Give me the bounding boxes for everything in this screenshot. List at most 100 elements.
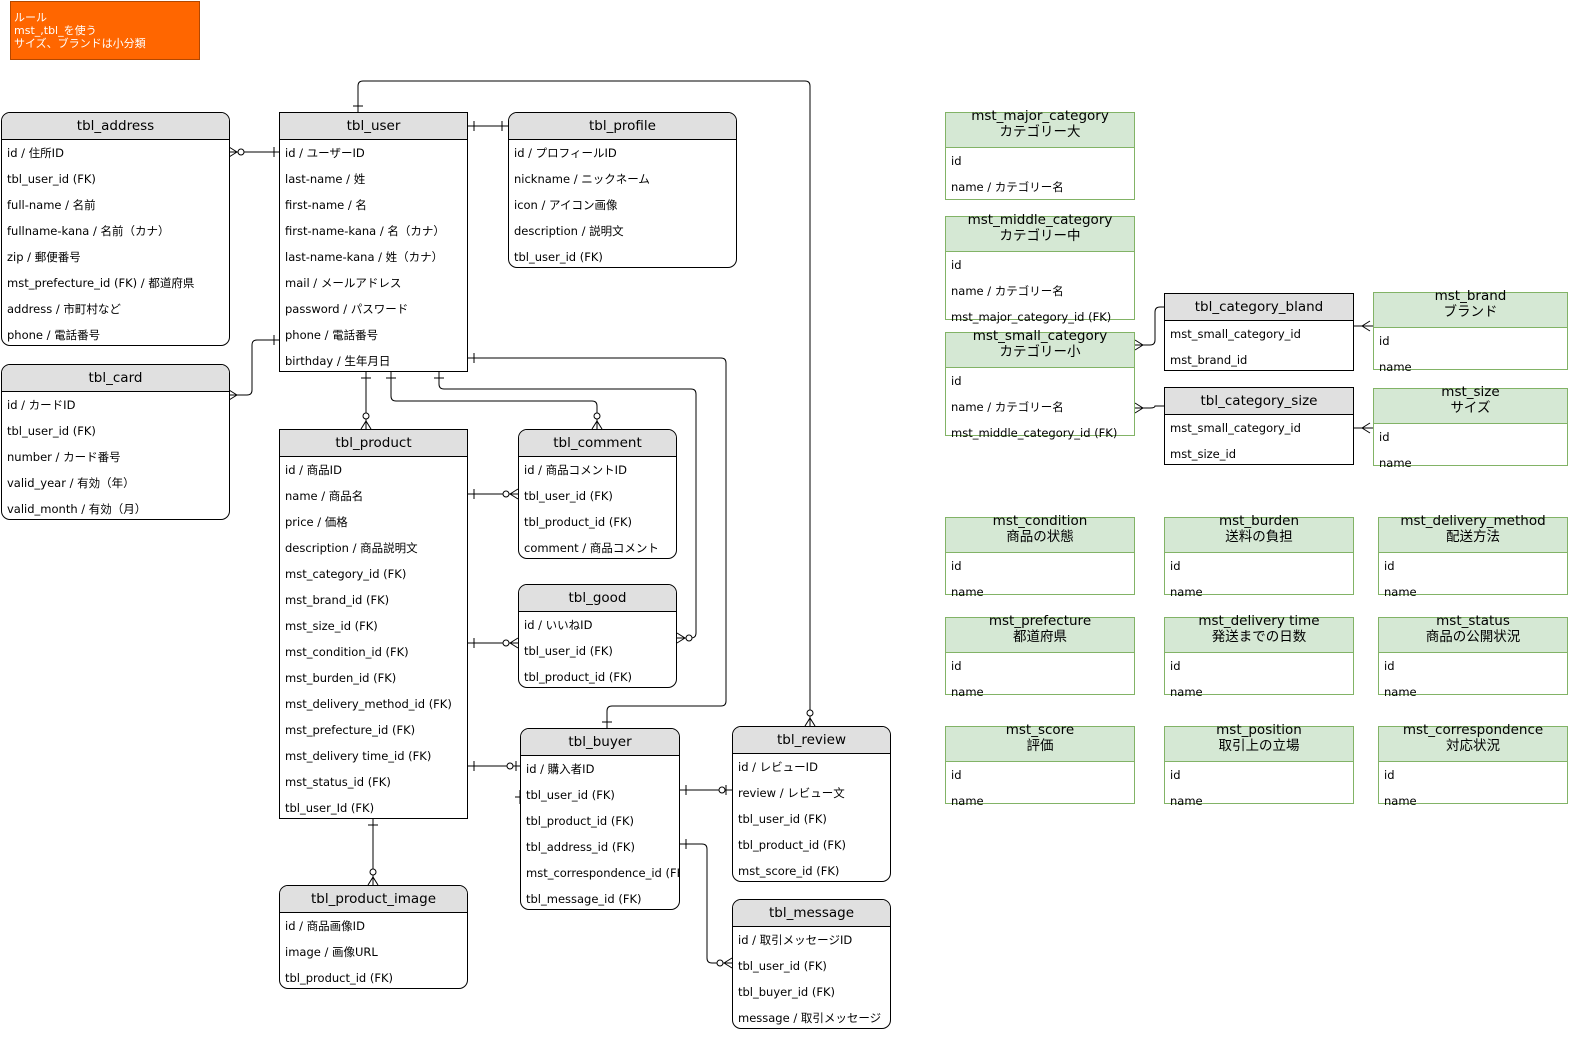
table-field: description / 商品説明文 [285,541,418,555]
table-title: tbl_comment [519,430,676,457]
master-label-jp: 取引上の立場 [1218,738,1300,754]
table-field: mst_small_category_id [1170,421,1301,435]
optional-marker [502,639,510,647]
table-field: mst_delivery time_id (FK) [285,749,432,763]
table-field: tbl_product_id (FK) [524,670,633,684]
master-field: name [1170,585,1203,599]
master-label-jp: 評価 [1026,738,1054,754]
master-field: name [1384,585,1417,599]
many-marker [1134,402,1144,414]
relationship-line [229,339,279,396]
table-field: mail / メールアドレス [285,276,402,290]
master-label-jp: サイズ [1450,400,1491,416]
table-field: tbl_product_id (FK) [524,515,633,529]
table-title: tbl_review [733,727,890,754]
master-field: name [1384,685,1417,699]
table-field: image / 画像URL [285,945,378,959]
master-name: mst_condition [992,513,1088,529]
table-field: valid_month / 有効（月） [7,502,147,516]
rules-note: ルール mst_,tbl_を使う サイズ、ブランドは小分類 [10,1,200,60]
table-field: mst_category_id (FK) [285,567,407,581]
many-marker [1361,320,1371,332]
optional-marker [685,634,693,642]
table-title: tbl_category_size [1165,388,1353,415]
table-field: phone / 電話番号 [7,328,101,342]
many-marker [367,876,379,886]
table-field: tbl_buyer_id (FK) [738,985,835,999]
master-field: id [951,559,962,573]
table-field: id / レビューID [738,760,818,774]
table-field: tbl_user_id (FK) [524,489,613,503]
table-field: id / 住所ID [7,146,64,160]
table-field: id / プロフィールID [514,146,617,160]
relationship-line [680,843,732,964]
many-marker [676,632,686,644]
master-label-jp: 配送方法 [1446,529,1500,545]
master-field: name / カテゴリー名 [951,400,1064,414]
optional-marker [806,709,814,717]
table-field: mst_status_id (FK) [285,775,391,789]
table-title: tbl_card [2,365,229,392]
table-field: mst_brand_id (FK) [285,593,390,607]
optional-marker [593,412,601,420]
master-field: id [951,258,962,272]
table-field: icon / アイコン画像 [514,198,618,212]
master-field: id [1170,659,1181,673]
master-field: id [951,659,962,673]
many-marker [228,146,238,158]
optional-marker [362,412,370,420]
table-field: number / カード番号 [7,450,121,464]
table-title: tbl_buyer [521,729,679,756]
table-field: tbl_user_id (FK) [7,424,96,438]
rules-note-line: mst_,tbl_を使う [14,24,97,37]
master-name: mst_delivery time [1198,613,1320,629]
master-name: mst_correspondence [1402,722,1544,738]
master-name: mst_burden [1218,513,1300,529]
master-name: mst_middle_category [967,212,1113,228]
table-title: tbl_address [2,113,229,140]
table-field: id / ユーザーID [285,146,365,160]
master-name: mst_status [1436,613,1510,629]
master-field: name [951,585,984,599]
many-marker [509,488,519,500]
table-field: mst_prefecture_id (FK) / 都道府県 [7,276,195,290]
table-field: description / 説明文 [514,224,624,238]
master-field: id [1379,430,1390,444]
optional-marker [718,786,726,794]
table-title: tbl_user [280,113,467,140]
many-marker [591,420,603,430]
